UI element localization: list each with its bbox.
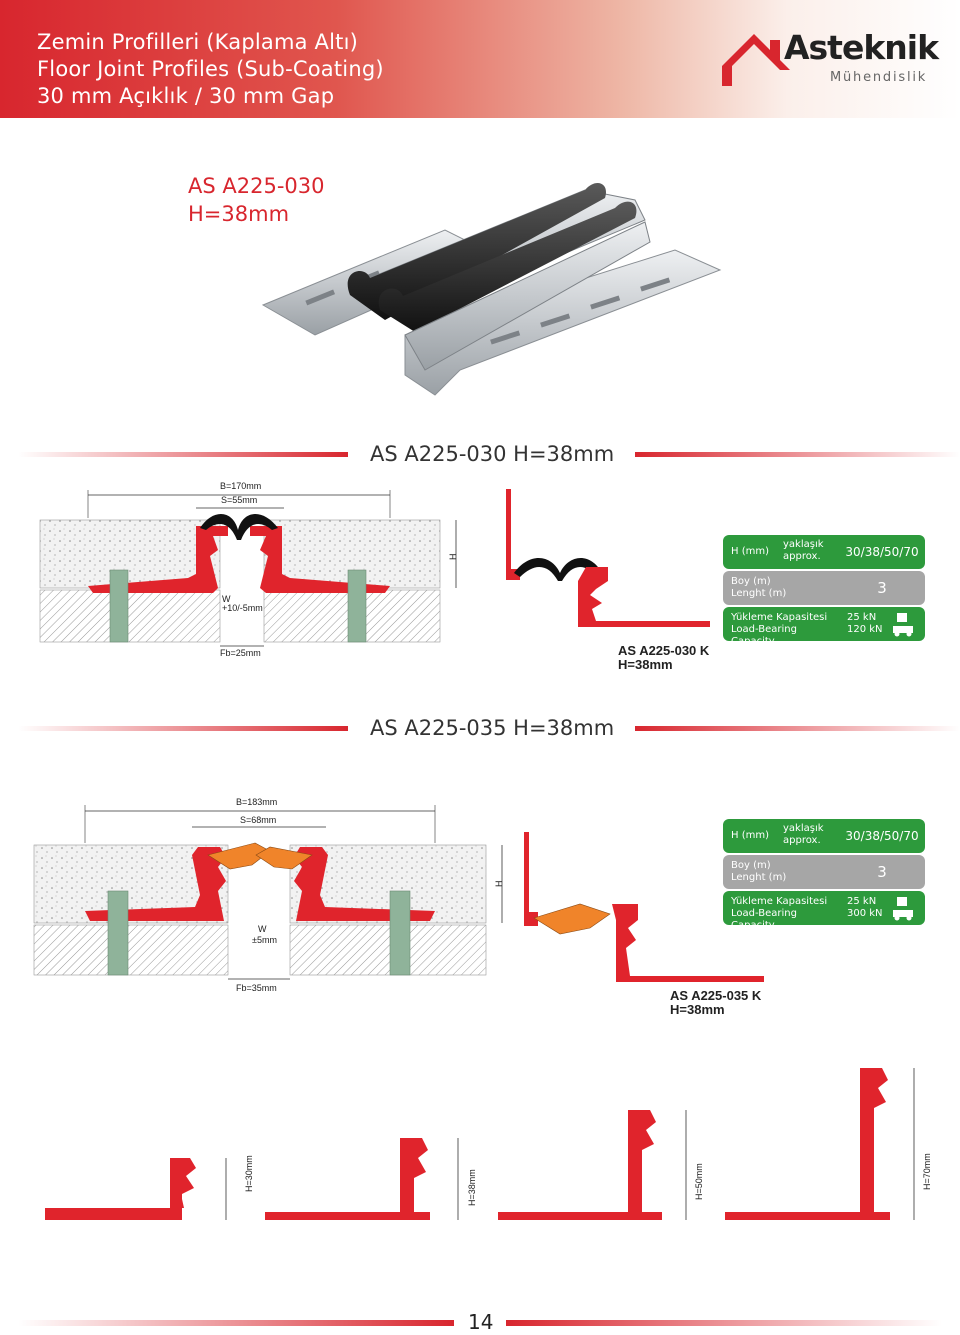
- variant-h70-label: H=70mm: [922, 1153, 930, 1190]
- footer-line-right: [506, 1320, 942, 1326]
- dim-b-label-2: B=183mm: [236, 797, 277, 807]
- dim-s-label-2: S=68mm: [240, 815, 276, 825]
- caption-height-1: H=38mm: [618, 657, 673, 672]
- variant-h38: H=38mm: [265, 1138, 477, 1220]
- header-title-en: Floor Joint Profiles (Sub-Coating): [37, 57, 384, 81]
- dim-w-label: W: [222, 594, 231, 604]
- section-title-1: AS A225-030 H=38mm: [370, 442, 615, 466]
- spec-h-label: H (mm): [731, 546, 769, 557]
- cross-section-drawing-1: B=170mm S=55mm H W +10/-5mm Fb=25mm: [39, 481, 458, 658]
- profile-side-view-1: AS A225-030 K H=38mm: [506, 489, 710, 672]
- header-gap: 30 mm Açıklık / 30 mm Gap: [37, 84, 335, 108]
- variant-h38-label: H=38mm: [467, 1169, 477, 1206]
- dim-w-tolerance-2: ±5mm: [252, 935, 277, 945]
- page-number: 14: [468, 1310, 494, 1334]
- variant-h30: H=30mm: [45, 1155, 254, 1220]
- section-divider-right: [635, 452, 960, 457]
- dim-fb-label-2: Fb=35mm: [236, 983, 277, 993]
- cross-section-drawing-2: B=183mm S=68mm H W ±5mm Fb=35mm: [33, 797, 504, 993]
- spec-row-length: Boy (m)Lenght (m) 3: [723, 571, 925, 605]
- product-height: H=38mm: [188, 202, 290, 226]
- variant-h50: H=50mm: [498, 1110, 704, 1220]
- dim-b-label: B=170mm: [220, 481, 261, 491]
- header-title-tr: Zemin Profilleri (Kaplama Altı): [37, 30, 359, 54]
- section-divider-left: [18, 452, 348, 457]
- dim-h-label: H: [448, 554, 458, 561]
- spec-h-value: 30/38/50/70: [839, 819, 925, 853]
- product-photo: [261, 183, 722, 396]
- logo-wordmark: Asteknik: [784, 28, 939, 67]
- company-logo: Asteknik Mühendislik: [718, 28, 940, 90]
- section-divider-left: [18, 726, 348, 731]
- dim-s-label: S=55mm: [221, 495, 257, 505]
- dim-h-label-2: H: [494, 881, 504, 888]
- spec-length-value: 3: [839, 571, 925, 605]
- footer-line-left: [18, 1320, 454, 1326]
- spec-length-value: 3: [839, 855, 925, 889]
- variant-h70: H=70mm: [725, 1068, 930, 1220]
- section-divider-right: [635, 726, 960, 731]
- section-title-2: AS A225-035 H=38mm: [370, 716, 615, 740]
- spec-row-length: Boy (m)Lenght (m) 3: [723, 855, 925, 889]
- dim-fb-label: Fb=25mm: [220, 648, 261, 658]
- forklift-truck-icon: [893, 613, 913, 637]
- dim-w-label-2: W: [258, 924, 267, 934]
- variant-h30-label: H=30mm: [244, 1155, 254, 1192]
- spec-h-value: 30/38/50/70: [839, 535, 925, 569]
- logo-subtitle: Mühendislik: [830, 70, 928, 85]
- dim-w-tolerance: +10/-5mm: [222, 603, 263, 613]
- caption-model-2: AS A225-035 K: [670, 988, 762, 1003]
- variant-h50-label: H=50mm: [694, 1163, 704, 1200]
- caption-height-2: H=38mm: [670, 1002, 725, 1017]
- product-code: AS A225-030: [188, 174, 325, 198]
- product-title: AS A225-030 H=38mm: [188, 172, 324, 228]
- forklift-truck-icon: [893, 897, 913, 921]
- profile-side-view-2: AS A225-035 K H=38mm: [524, 832, 764, 1017]
- height-variants-drawing: H=30mm H=38mm H=50mm H=70mm: [45, 1068, 930, 1220]
- caption-model-1: AS A225-030 K: [618, 643, 710, 658]
- page-header: Zemin Profilleri (Kaplama Altı) Floor Jo…: [0, 0, 960, 118]
- logo-house-icon: [722, 34, 790, 86]
